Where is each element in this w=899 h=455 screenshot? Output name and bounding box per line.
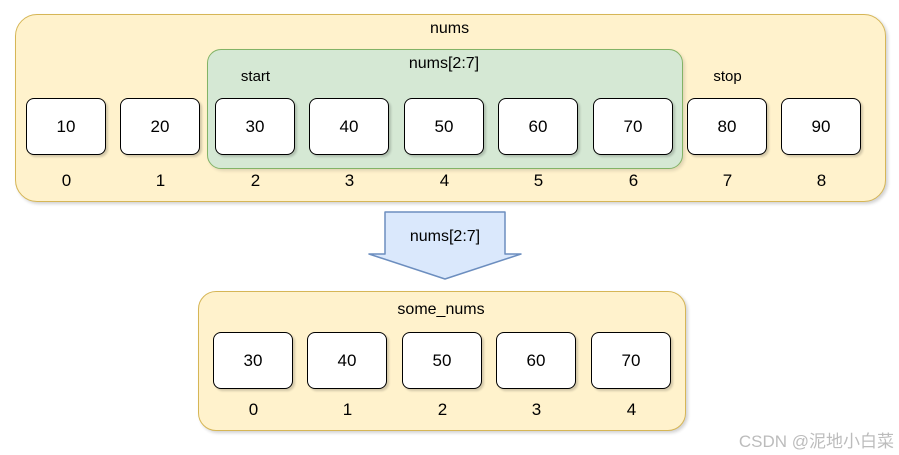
csdn-watermark: CSDN @泥地小白菜 xyxy=(738,432,894,451)
array-cell: 40 xyxy=(307,332,387,389)
index-label: 8 xyxy=(816,171,827,190)
index-label: 5 xyxy=(533,171,544,190)
array-cell: 30 xyxy=(213,332,293,389)
array-cell: 60 xyxy=(498,98,578,155)
index-label: 3 xyxy=(531,400,542,419)
some-nums-array-title: some_nums xyxy=(397,301,485,318)
array-cell: 90 xyxy=(781,98,861,155)
index-label: 4 xyxy=(439,171,450,190)
index-label: 4 xyxy=(626,400,637,419)
array-cell: 80 xyxy=(687,98,767,155)
arrow-slice-label: nums[2:7] xyxy=(409,228,481,245)
array-cell: 60 xyxy=(496,332,576,389)
index-label: 7 xyxy=(722,171,733,190)
array-cell: 30 xyxy=(215,98,295,155)
start-label: start xyxy=(240,68,271,85)
array-cell: 40 xyxy=(309,98,389,155)
array-cell: 20 xyxy=(120,98,200,155)
index-label: 0 xyxy=(61,171,72,190)
array-cell: 70 xyxy=(593,98,673,155)
index-label: 1 xyxy=(155,171,166,190)
array-cell: 50 xyxy=(404,98,484,155)
nums-array-title: nums xyxy=(429,20,470,37)
index-label: 0 xyxy=(248,400,259,419)
array-cell: 70 xyxy=(591,332,671,389)
index-label: 6 xyxy=(628,171,639,190)
slice-region-label: nums[2:7] xyxy=(408,55,480,72)
stop-label: stop xyxy=(713,68,742,85)
array-cell: 10 xyxy=(26,98,106,155)
index-label: 3 xyxy=(344,171,355,190)
index-label: 1 xyxy=(342,400,353,419)
array-cell: 50 xyxy=(402,332,482,389)
index-label: 2 xyxy=(437,400,448,419)
index-label: 2 xyxy=(250,171,261,190)
